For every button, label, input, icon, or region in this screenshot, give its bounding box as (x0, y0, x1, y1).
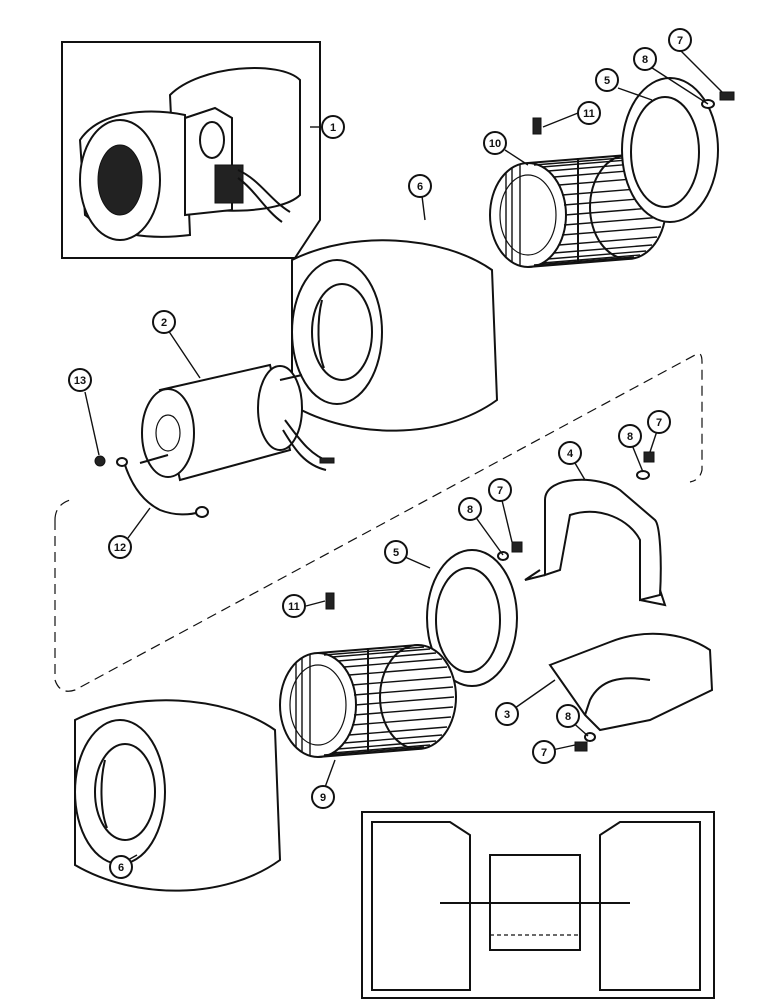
callout-3: 3 (495, 702, 519, 726)
callout-5-upper: 5 (595, 68, 619, 92)
lower-ring-screw (497, 541, 523, 561)
callout-10: 10 (483, 131, 507, 155)
svg-text:11: 11 (583, 108, 595, 120)
svg-text:12: 12 (114, 542, 126, 554)
callout-7-bracket: 7 (647, 410, 671, 434)
assembled-blower-inset (61, 41, 321, 259)
upper-ring-screw (701, 91, 735, 109)
svg-text:9: 9 (320, 792, 326, 804)
callout-13: 13 (68, 368, 92, 392)
ground-wire (116, 457, 209, 518)
svg-text:13: 13 (74, 375, 86, 387)
svg-text:6: 6 (417, 181, 423, 193)
svg-text:4: 4 (567, 448, 574, 460)
callout-4: 4 (558, 441, 582, 465)
callout-6-upper: 6 (408, 174, 432, 198)
lower-set-screw (325, 592, 335, 610)
plate-screw (574, 732, 596, 752)
svg-text:11: 11 (288, 601, 300, 613)
svg-text:5: 5 (604, 75, 610, 87)
svg-text:8: 8 (467, 504, 473, 516)
callout-2: 2 (152, 310, 176, 334)
svg-text:5: 5 (393, 547, 399, 559)
callout-9: 9 (311, 785, 335, 809)
mounting-plate (548, 632, 714, 732)
lower-blower-housing (74, 699, 281, 892)
upper-set-screw (532, 117, 542, 135)
callout-6-lower: 6 (109, 855, 133, 879)
svg-text:7: 7 (656, 417, 662, 429)
svg-text:8: 8 (565, 711, 571, 723)
svg-text:10: 10 (489, 138, 501, 150)
callout-11-lower: 11 (282, 594, 306, 618)
svg-text:3: 3 (504, 709, 510, 721)
callout-5-lower: 5 (384, 540, 408, 564)
svg-text:1: 1 (330, 122, 336, 134)
leader-lines (84, 47, 723, 861)
callout-12: 12 (108, 535, 132, 559)
motor-strap-bracket (524, 478, 667, 607)
callout-7-ring: 7 (488, 478, 512, 502)
svg-text:8: 8 (627, 431, 633, 443)
callout-1: 1 (321, 115, 345, 139)
bracket-screw (636, 451, 655, 480)
callout-8-ring: 8 (458, 497, 482, 521)
svg-text:6: 6 (118, 862, 124, 874)
lower-blower-wheel (279, 644, 457, 758)
svg-text:2: 2 (161, 317, 167, 329)
upper-blower-housing (291, 239, 498, 432)
blower-motor (139, 363, 335, 482)
svg-text:7: 7 (497, 485, 503, 497)
callout-7-upper: 7 (668, 28, 692, 52)
callout-8-upper: 8 (633, 47, 657, 71)
lower-inlet-ring (426, 549, 518, 687)
wire-nut (94, 455, 106, 467)
callout-11-upper: 11 (577, 101, 601, 125)
svg-text:8: 8 (642, 54, 648, 66)
callout-8-plate: 8 (556, 704, 580, 728)
callout-7-plate: 7 (532, 740, 556, 764)
svg-text:7: 7 (541, 747, 547, 759)
callout-8-bracket: 8 (618, 424, 642, 448)
assembled-top-view-inset (361, 811, 715, 999)
upper-inlet-ring (621, 77, 719, 223)
svg-text:7: 7 (677, 35, 683, 47)
